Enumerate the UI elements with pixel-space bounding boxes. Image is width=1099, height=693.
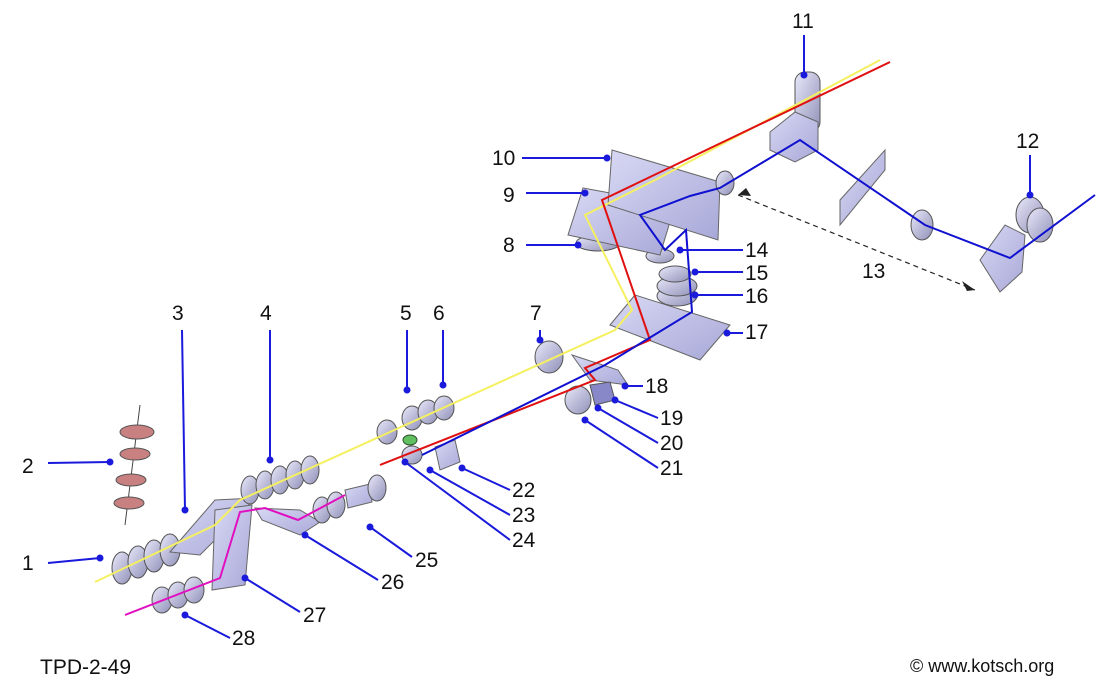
part-label-10: 10 [492, 147, 515, 170]
leader-dot-18 [621, 382, 629, 390]
lens-group-28 [151, 576, 205, 614]
prism-18 [570, 354, 630, 386]
part-label-14: 14 [745, 239, 769, 262]
leader-dot-6 [439, 381, 447, 389]
part-label-15: 15 [745, 262, 768, 285]
beam-blue [421, 138, 1096, 456]
leader-dot-15 [691, 268, 699, 276]
prism-26 [254, 507, 321, 536]
part-label-1: 1 [22, 552, 34, 575]
leader-dot-25 [366, 523, 374, 531]
part-label-20: 20 [660, 432, 683, 455]
leader-line-3 [181, 329, 186, 511]
label-leaders [47, 35, 1034, 639]
part-label-23: 23 [512, 504, 535, 527]
leader-dot-23 [426, 466, 434, 474]
lens-13 [910, 209, 934, 241]
element-23 [402, 434, 418, 446]
leader-dot-11 [800, 71, 808, 79]
leader-line-19 [614, 399, 659, 419]
leader-dot-4 [266, 456, 274, 464]
leader-dot-5 [403, 386, 411, 394]
leader-line-22 [461, 467, 511, 491]
part-label-12: 12 [1016, 130, 1039, 153]
leader-dot-16 [691, 291, 699, 299]
part-label-21: 21 [660, 457, 683, 480]
part-label-27: 27 [303, 604, 326, 627]
part-label-5: 5 [400, 302, 412, 325]
leader-dot-3 [181, 506, 189, 514]
filter-stack [113, 404, 155, 526]
part-label-18: 18 [645, 375, 668, 398]
leader-dot-22 [458, 464, 466, 472]
leader-line-24 [404, 461, 511, 541]
leader-dot-21 [581, 416, 589, 424]
leader-line-21 [584, 419, 659, 469]
leader-dot-7 [536, 336, 544, 344]
plate-10 [607, 149, 721, 241]
leader-dot-9 [581, 189, 589, 197]
leader-dot-10 [603, 154, 611, 162]
lens-group-1 [111, 533, 181, 585]
part-label-28: 28 [232, 627, 255, 650]
part-label-13: 13 [862, 260, 885, 283]
leader-dot-20 [594, 404, 602, 412]
plate-13 [839, 148, 886, 227]
leader-dot-28 [181, 611, 189, 619]
leader-line-25 [369, 526, 413, 558]
leader-dot-24 [401, 458, 409, 466]
part-label-19: 19 [660, 407, 683, 430]
part-label-24: 24 [512, 529, 536, 552]
part-label-16: 16 [745, 285, 768, 308]
part-label-2: 2 [22, 455, 34, 478]
leader-dot-19 [611, 396, 619, 404]
leader-line-1 [47, 557, 101, 564]
cube-22 [434, 439, 461, 471]
part-label-22: 22 [512, 479, 535, 502]
part-label-7: 7 [530, 302, 542, 325]
part-label-17: 17 [745, 321, 768, 344]
part-label-9: 9 [503, 184, 515, 207]
lens-group-4 [240, 455, 320, 505]
optical-components [111, 71, 1054, 614]
leader-line-27 [244, 577, 301, 613]
light-beams [94, 59, 1096, 616]
lens-10b [715, 170, 735, 196]
element-19 [589, 381, 616, 406]
lens-stack-15-16 [656, 265, 698, 307]
part-label-3: 3 [172, 302, 184, 325]
leader-line-2 [47, 461, 111, 464]
leader-line-26 [304, 534, 379, 581]
beam-magenta [124, 494, 346, 616]
part-label-6: 6 [433, 302, 445, 325]
leader-line-28 [184, 614, 231, 639]
distance-arrow [737, 194, 976, 291]
leader-line-23 [429, 469, 511, 516]
leader-dot-27 [241, 574, 249, 582]
leader-dot-2 [106, 458, 114, 466]
part-label-25: 25 [415, 549, 438, 572]
leader-dot-8 [574, 241, 582, 249]
element-12 [979, 196, 1054, 293]
lens-group-25 [312, 474, 387, 524]
copyright-notice: © www.kotsch.org [910, 656, 1055, 676]
part-label-8: 8 [503, 234, 515, 257]
beam-yellow [94, 59, 881, 583]
leader-dot-26 [301, 531, 309, 539]
leader-line-20 [597, 407, 659, 444]
document-id: TPD-2-49 [40, 656, 132, 679]
beam-red [379, 61, 891, 466]
part-label-26: 26 [381, 571, 404, 594]
leader-dot-12 [1026, 191, 1034, 199]
part-label-11: 11 [792, 10, 814, 33]
leader-dot-1 [96, 554, 104, 562]
part-label-4: 4 [260, 302, 272, 325]
lens-7 [534, 340, 564, 374]
leader-dot-17 [723, 329, 731, 337]
leader-dot-14 [676, 246, 684, 254]
